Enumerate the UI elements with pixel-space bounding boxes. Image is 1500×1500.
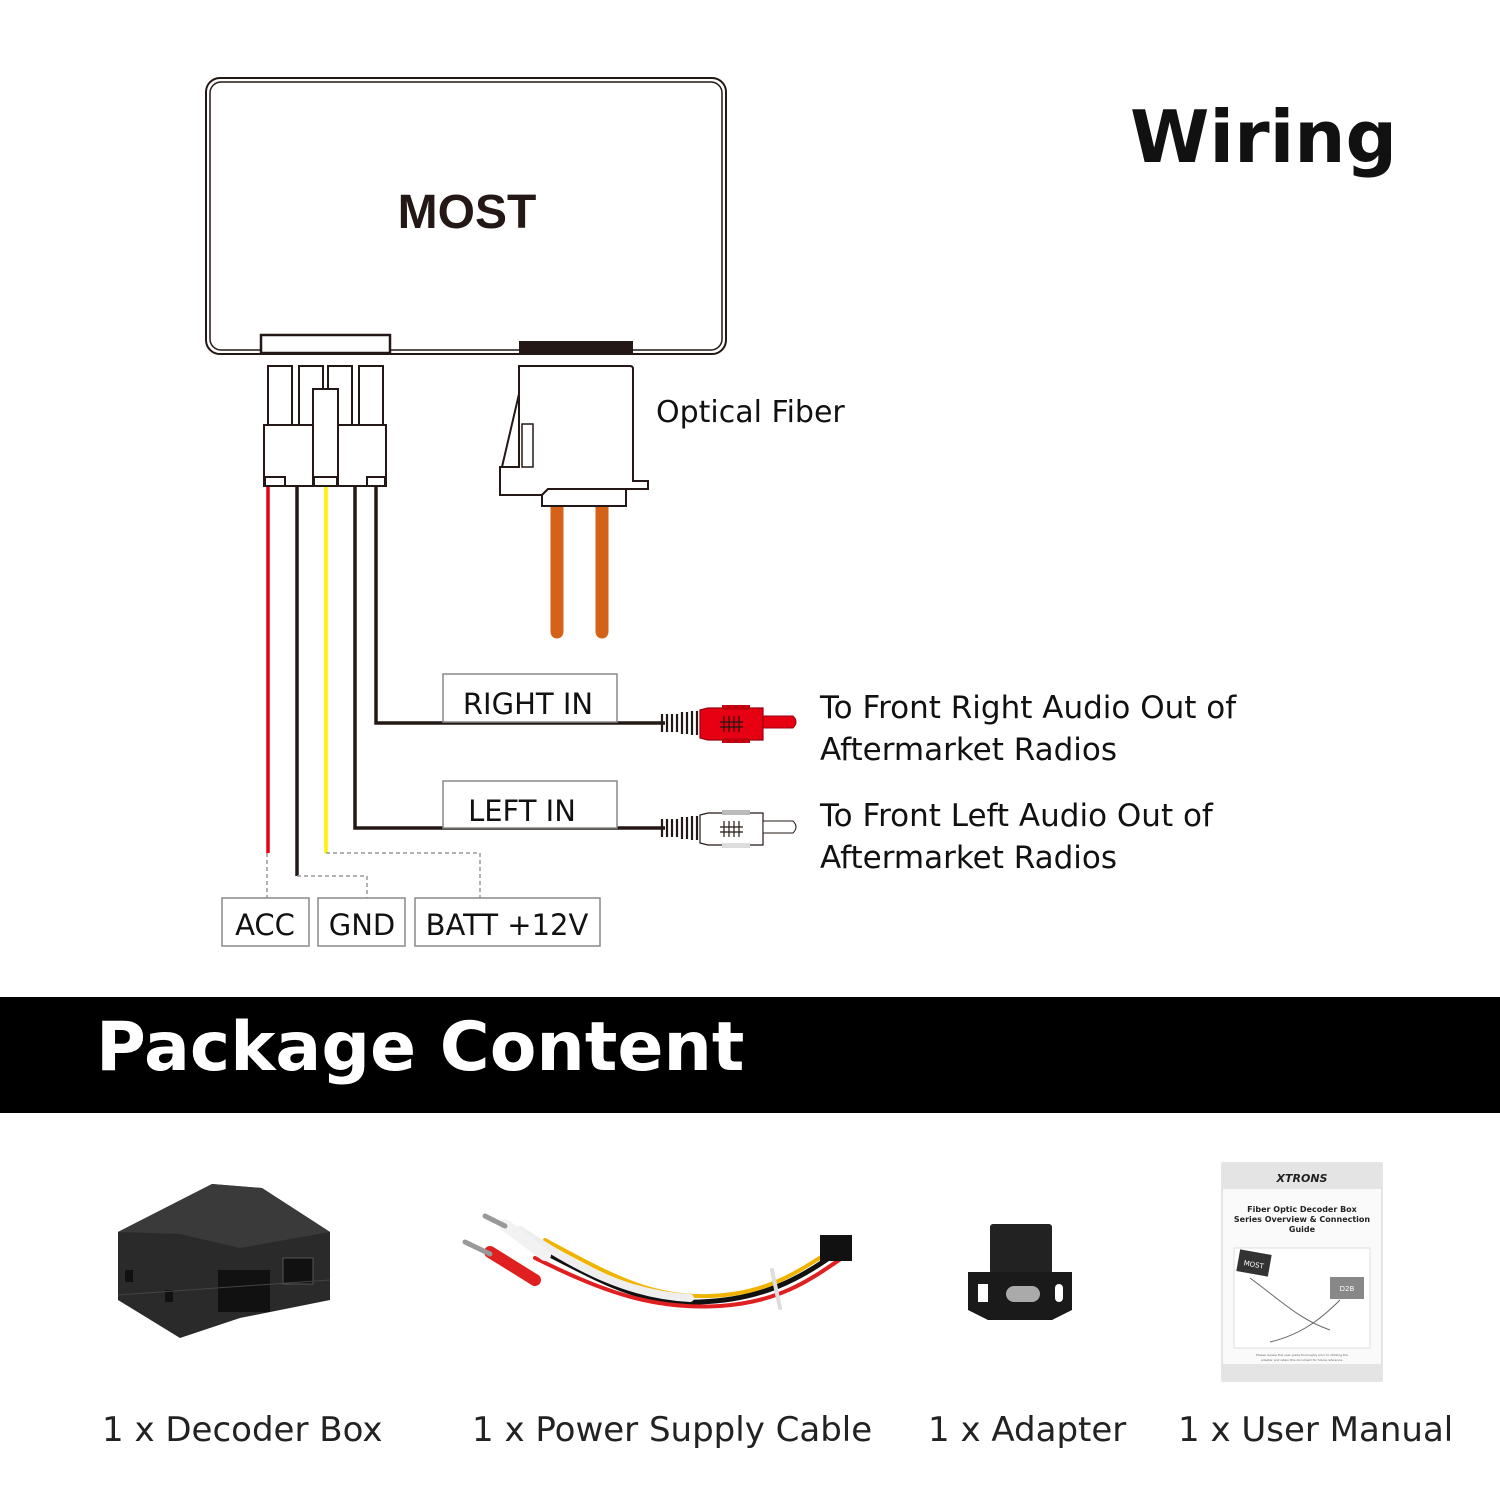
svg-text:adapter and retain this docume: adapter and retain this document for fut… — [1261, 1358, 1343, 1362]
power-cable-photo — [462, 1213, 852, 1310]
optical-fiber-label: Optical Fiber — [656, 395, 845, 430]
caption-power-cable: 1 x Power Supply Cable — [472, 1410, 873, 1450]
caption-adapter: 1 x Adapter — [928, 1410, 1127, 1450]
adapter-photo — [968, 1224, 1072, 1320]
svg-text:D2B: D2B — [1340, 1285, 1355, 1293]
power-leaders — [266, 852, 481, 898]
decoder-box-photo — [117, 1184, 331, 1338]
right-rca-plug — [660, 705, 797, 743]
svg-text:Guide: Guide — [1289, 1225, 1316, 1234]
wiring-diagram: MOST Optical Fiber RIGHT — [205, 77, 845, 947]
svg-text:ACC: ACC — [235, 908, 295, 942]
caption-decoder-box: 1 x Decoder Box — [102, 1410, 383, 1450]
left-destination-label: To Front Left Audio Out of Aftermarket R… — [820, 798, 1213, 876]
acc-label-box: ACC — [221, 897, 310, 947]
left-in-box: LEFT IN — [442, 780, 618, 829]
package-content-title: Package Content — [96, 1008, 745, 1087]
svg-text:GND: GND — [329, 908, 396, 942]
svg-text:RIGHT IN: RIGHT IN — [463, 687, 593, 721]
right-in-wire — [374, 487, 665, 725]
svg-text:XTRONS: XTRONS — [1276, 1172, 1328, 1185]
svg-text:LEFT IN: LEFT IN — [468, 794, 576, 828]
svg-text:Series Overview & Connection: Series Overview & Connection — [1234, 1215, 1371, 1224]
left-in-wire — [353, 487, 665, 830]
most-module: MOST — [205, 77, 727, 355]
gnd-label-box: GND — [317, 897, 406, 947]
svg-text:BATT +12V: BATT +12V — [426, 908, 589, 942]
svg-text:MOST: MOST — [1243, 1259, 1265, 1271]
right-destination-label: To Front Right Audio Out of Aftermarket … — [820, 690, 1237, 768]
user-manual-photo: XTRONS Fiber Optic Decoder Box Series Ov… — [1221, 1162, 1383, 1382]
right-in-box: RIGHT IN — [442, 673, 618, 723]
optical-fiber-connector — [499, 365, 649, 639]
caption-user-manual: 1 x User Manual — [1178, 1410, 1454, 1450]
svg-text:Fiber Optic Decoder Box: Fiber Optic Decoder Box — [1247, 1205, 1357, 1214]
svg-text:Please review this user guide: Please review this user guide thoroughly… — [1256, 1353, 1348, 1357]
harness-connector — [263, 365, 387, 487]
package-items: XTRONS Fiber Optic Decoder Box Series Ov… — [117, 1162, 1383, 1382]
batt-label-box: BATT +12V — [414, 897, 601, 947]
wiring-title: Wiring — [1130, 95, 1398, 179]
left-rca-plug — [660, 810, 797, 848]
module-label: MOST — [398, 186, 537, 239]
package-content-banner — [0, 997, 1500, 1113]
